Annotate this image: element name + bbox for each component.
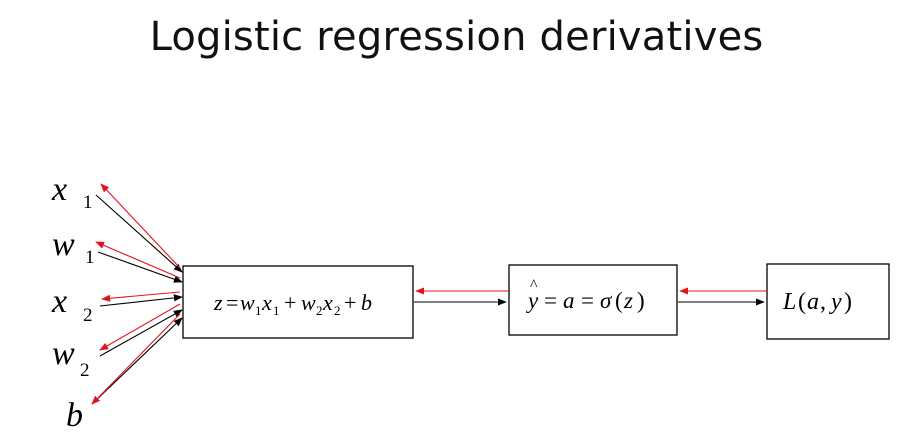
input-x2-subscript: 2: [83, 305, 93, 326]
loss-node-formula: L ( a , y ): [782, 289, 852, 315]
backward-input-arrows: [91, 183, 181, 405]
input-x2-symbol: x: [51, 283, 67, 320]
activation-node-formula: y = a = σ ( z ): [526, 288, 645, 313]
forward-arrow-b: [91, 317, 183, 405]
input-w2-subscript: 2: [80, 360, 90, 381]
backward-arrow-w1: [95, 241, 181, 279]
slide-title: Logistic regression derivatives: [149, 14, 764, 60]
linear-node-box: [182, 265, 414, 339]
forward-arrow-x1: [95, 194, 183, 273]
activation-node: y = a = σ ( z ) ^: [508, 264, 678, 336]
backward-arrow-x2: [101, 291, 181, 302]
backward-arrow-w2: [99, 303, 181, 351]
backward-arrow-x1: [100, 183, 181, 269]
input-b-symbol: b: [66, 397, 83, 434]
forward-arrow-w2: [99, 309, 183, 357]
input-w1-subscript: 1: [85, 247, 95, 268]
input-x1-subscript: 1: [83, 192, 93, 213]
loss-node: L ( a , y ): [766, 263, 890, 340]
forward-input-arrows: [91, 194, 183, 405]
yhat-hat-accent: ^: [530, 277, 538, 294]
backward-arrow-b: [91, 313, 181, 405]
input-w1-symbol: w: [52, 226, 75, 263]
forward-arrow-x2: [99, 294, 183, 307]
linear-node-formula: z = w 1 x 1 + w 2 x 2 + b: [213, 290, 372, 320]
input-w2-symbol: w: [52, 335, 75, 372]
linear-node: z = w 1 x 1 + w 2 x 2 + b: [182, 265, 414, 339]
activation-node-box: [508, 264, 678, 336]
input-labels: x 1 w 1 x 2 w 2 b: [51, 171, 95, 434]
input-x1-symbol: x: [51, 171, 67, 208]
loss-node-box: [766, 263, 890, 340]
forward-arrow-w1: [97, 251, 183, 283]
